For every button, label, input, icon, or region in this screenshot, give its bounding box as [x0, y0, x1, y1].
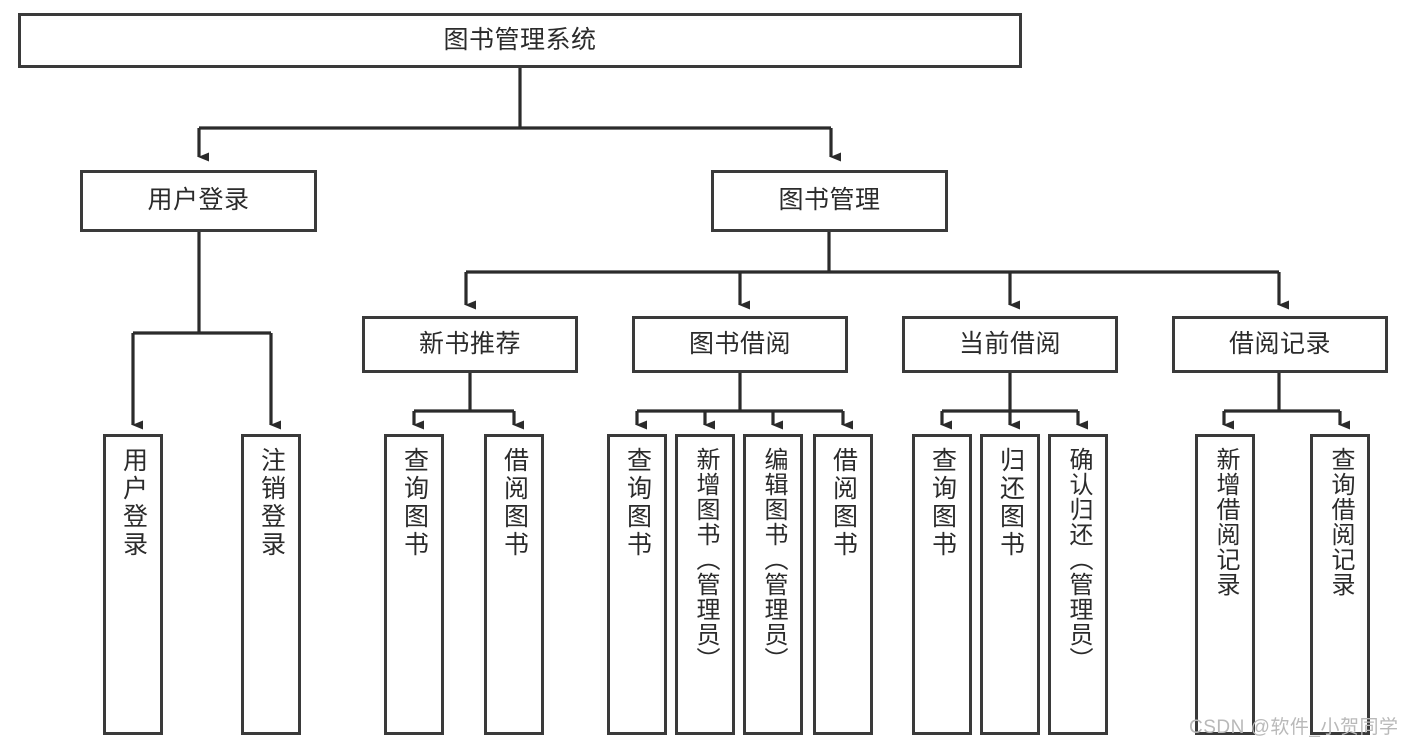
node-leaf-borrow-book-2[interactable]: 借阅图书	[813, 434, 873, 735]
node-leaf-add-record[interactable]: 新增借阅记录	[1195, 434, 1255, 735]
node-leaf-add-book-label: 新增图书（管理员）	[692, 447, 719, 672]
node-leaf-user-logout[interactable]: 注销登录	[241, 434, 301, 735]
node-borrow-record[interactable]: 借阅记录	[1172, 316, 1388, 373]
node-leaf-return-book-label: 归还图书	[996, 447, 1025, 559]
node-leaf-query-book-3-label: 查询图书	[928, 447, 957, 559]
node-leaf-borrow-book-1[interactable]: 借阅图书	[484, 434, 544, 735]
node-new-book-recommend[interactable]: 新书推荐	[362, 316, 578, 373]
node-leaf-confirm-return[interactable]: 确认归还（管理员）	[1048, 434, 1108, 735]
node-leaf-query-book-2-label: 查询图书	[623, 447, 652, 559]
node-leaf-edit-book[interactable]: 编辑图书（管理员）	[743, 434, 803, 735]
node-leaf-query-record-label: 查询借阅记录	[1327, 447, 1354, 597]
node-book-borrow-label: 图书借阅	[688, 329, 791, 358]
node-leaf-borrow-book-2-label: 借阅图书	[829, 447, 858, 559]
node-leaf-edit-book-label: 编辑图书（管理员）	[760, 447, 787, 672]
node-book-management-label: 图书管理	[778, 186, 881, 215]
node-leaf-query-book-1-label: 查询图书	[400, 447, 429, 559]
node-leaf-query-record[interactable]: 查询借阅记录	[1310, 434, 1370, 735]
node-current-borrow-label: 当前借阅	[958, 329, 1061, 358]
node-borrow-record-label: 借阅记录	[1228, 329, 1331, 358]
node-book-borrow[interactable]: 图书借阅	[632, 316, 848, 373]
node-leaf-user-login[interactable]: 用户登录	[103, 434, 163, 735]
node-leaf-user-login-label: 用户登录	[119, 447, 148, 559]
node-leaf-query-book-3[interactable]: 查询图书	[912, 434, 972, 735]
node-current-borrow[interactable]: 当前借阅	[902, 316, 1118, 373]
node-user-login[interactable]: 用户登录	[80, 170, 317, 232]
node-leaf-query-book-1[interactable]: 查询图书	[384, 434, 444, 735]
node-leaf-add-record-label: 新增借阅记录	[1212, 447, 1239, 597]
node-leaf-borrow-book-1-label: 借阅图书	[500, 447, 529, 559]
node-leaf-user-logout-label: 注销登录	[257, 447, 286, 559]
node-leaf-query-book-2[interactable]: 查询图书	[607, 434, 667, 735]
node-leaf-add-book[interactable]: 新增图书（管理员）	[675, 434, 735, 735]
node-root-label: 图书管理系统	[443, 25, 597, 54]
node-leaf-return-book[interactable]: 归还图书	[980, 434, 1040, 735]
node-leaf-confirm-return-label: 确认归还（管理员）	[1065, 447, 1092, 672]
watermark: CSDN @软件_小贺同学	[1189, 717, 1399, 738]
node-book-management[interactable]: 图书管理	[711, 170, 948, 232]
node-user-login-label: 用户登录	[147, 186, 250, 215]
node-root[interactable]: 图书管理系统	[18, 13, 1022, 68]
node-new-book-recommend-label: 新书推荐	[418, 329, 521, 358]
